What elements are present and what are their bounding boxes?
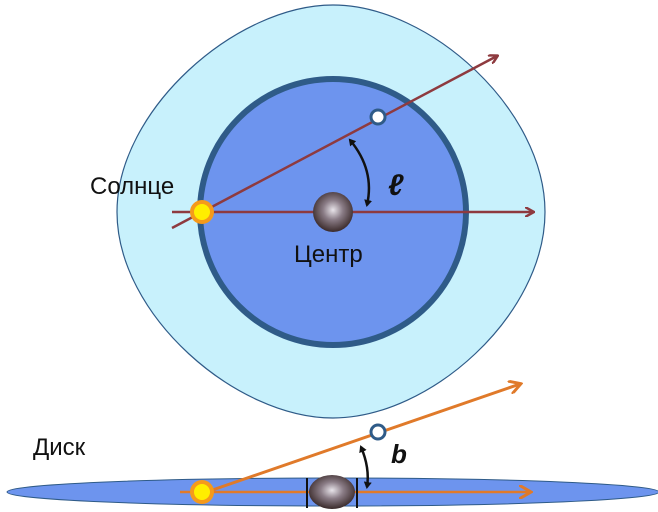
longitude-label: ℓ — [388, 169, 404, 202]
side-view: b Диск — [6, 384, 658, 509]
star-marker-side — [369, 423, 387, 441]
disk-label: Диск — [33, 434, 86, 461]
longitude-angle-arc — [348, 138, 373, 207]
top-view: ℓ Солнце Центр — [90, 4, 546, 419]
star-marker — [369, 108, 387, 126]
latitude-angle-arc — [359, 445, 372, 489]
latitude-line-of-sight — [194, 384, 520, 498]
galactic-bulge-icon — [309, 475, 355, 509]
latitude-label: b — [391, 439, 407, 469]
sun-icon — [190, 200, 214, 224]
center-label: Центр — [294, 241, 363, 268]
sun-label: Солнце — [90, 173, 174, 200]
line-of-sight-ray — [171, 56, 497, 230]
sun-icon-side — [190, 480, 214, 504]
galactic-center-icon — [313, 192, 353, 232]
